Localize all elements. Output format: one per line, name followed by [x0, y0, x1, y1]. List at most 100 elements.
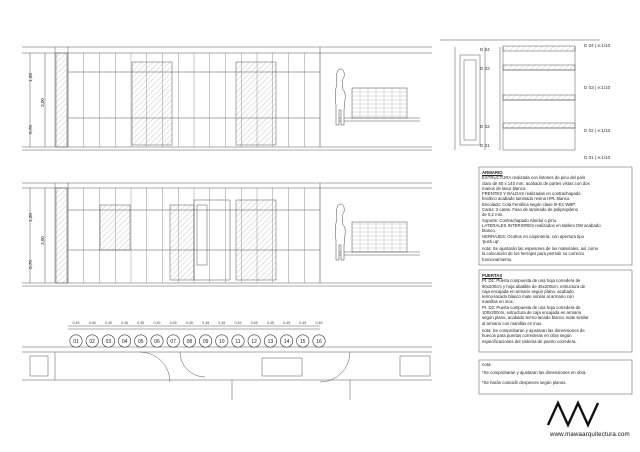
module-number: 16 [316, 339, 322, 345]
armario-nota: nota: Se ajustarán las espesores de los … [482, 246, 599, 252]
floor-plan [22, 346, 432, 400]
puertas-nota: nota: Se comprobaran y ajustaran las dim… [482, 327, 585, 333]
module-number: 05 [138, 339, 144, 345]
elevation-bottom [22, 182, 432, 330]
puertas-line: caja encajada en armario según plano, ac… [482, 288, 574, 294]
puertas-line: según plano, acabado termo-lacado blanco… [482, 315, 589, 321]
module-width-label: 0,45 [235, 321, 242, 325]
module-number: 10 [219, 339, 225, 345]
armario-line: fenólico acabado laminado resina HPL bla… [482, 196, 571, 202]
module-number: 02 [89, 339, 95, 345]
armario-line: ESTRUCTURA realizada con listones de pin… [482, 175, 586, 181]
puertas-line: 90x200cm y hoja abatible de 45x200cm, es… [482, 283, 586, 289]
puertas-notes: PUERTAS Pt. D1: Puerta compuesta de una … [482, 273, 630, 344]
section-tag-d03: D 03 [480, 66, 490, 71]
armario-line: Soporte: Contrachapado Abedul o pino. [482, 217, 558, 223]
module-width-label: 0,45 [154, 321, 161, 325]
module-width-label: 0,45 [121, 321, 128, 325]
module-number: 01 [73, 339, 79, 345]
armario-line: de 0,2 mm. [482, 212, 504, 218]
module-number: 12 [251, 339, 257, 345]
detail-label-d02: D 02 | e:1/10 [584, 128, 611, 133]
armario-line: Encolado: Cola Fenólica según clase III-… [482, 201, 576, 207]
module-width-label: 0,45 [89, 321, 96, 325]
general-note: *Se comprobaran y ajustaran las dimensio… [482, 370, 587, 376]
module-marker [134, 334, 148, 348]
module-width-label: 0,45 [186, 321, 193, 325]
armario-title: ARMARIO [482, 170, 503, 175]
detail-label-d03: D 03 | e:1/10 [584, 85, 611, 90]
puertas-line: manillas en inox. [482, 299, 515, 305]
armario-line: blanco. [482, 228, 496, 234]
armario-notes: ARMARIO ESTRUCTURA realizada con listone… [482, 170, 630, 262]
dim-label: 3,00 [39, 236, 45, 245]
module-width-label: 0,45 [202, 321, 209, 325]
section-tag-d04: D 04 [480, 47, 490, 52]
dim-label: 0,70 [27, 260, 33, 269]
module-marker [101, 334, 115, 348]
module-number: 15 [300, 339, 306, 345]
module-marker [296, 334, 310, 348]
dim-label: 1,20 [27, 213, 33, 222]
module-marker [199, 334, 213, 348]
module-number: 06 [154, 339, 160, 345]
module-width-label: 0,45 [218, 321, 225, 325]
puertas-nota: especificaciones del sistema de puerto c… [482, 338, 577, 344]
general-note: *Se harán coincidir despieces según plan… [482, 379, 567, 385]
module-marker [247, 334, 261, 348]
module-width-label: 0,45 [299, 321, 306, 325]
dim-label: 0,70 [27, 125, 33, 134]
website-url: www.mawaarquitectura.com [550, 431, 630, 438]
module-number: 13 [268, 339, 274, 345]
armario-line: LATERALES INTERIORES realizados en table… [482, 222, 601, 228]
module-width-label: 0,45 [105, 321, 112, 325]
module-marker [312, 334, 326, 348]
puertas-line: termo-lacado blanco mate similar al arma… [482, 294, 574, 300]
module-marker [231, 334, 245, 348]
module-number: 09 [203, 339, 209, 345]
module-number: 04 [122, 339, 128, 345]
module-number: 07 [170, 339, 176, 345]
module-marker [182, 334, 196, 348]
armario-nota: funcionamiento. [482, 256, 513, 262]
armario-line: FRENTES Y BALDAS realizadas en contracha… [482, 191, 581, 197]
puertas-title: PUERTAS [482, 273, 503, 278]
dim-label: 1,20 [27, 73, 33, 82]
module-number: 08 [187, 339, 193, 345]
puertas-line: al armario con manillas en inox. [482, 320, 543, 326]
module-marker [280, 334, 294, 348]
elevation-top [22, 46, 432, 151]
module-marker [150, 334, 164, 348]
armario-line: claro de 50 x 140 mm, acabado de partes … [482, 180, 590, 186]
module-marker [69, 334, 83, 348]
module-width-label: 0,45 [283, 321, 290, 325]
armario-line: manos de lasur blanco. [482, 185, 527, 191]
module-width-label: 0,45 [73, 321, 80, 325]
armario-line: 'push up'. [482, 238, 501, 244]
detail-label-d01: D 01 | e:1/10 [584, 155, 611, 160]
module-width-label: 0,45 [170, 321, 177, 325]
module-dimensions: 0,45 0,45 0,45 0,45 0,45 0,45 0,45 0,45 0,45 0,45… [73, 321, 323, 325]
module-width-label: 0,45 [251, 321, 258, 325]
general-notes-title: nota: [482, 362, 492, 367]
armario-nota: la colocación de los herrajes para permi… [482, 251, 584, 257]
mawa-logo-mark [546, 400, 600, 428]
puertas-line: Pt. D1: Puerta compuesta de una hoja cor… [482, 278, 581, 284]
section-tag-d01: D 01 [480, 143, 490, 148]
module-marker [118, 334, 132, 348]
module-width-label: 0,45 [267, 321, 274, 325]
dim-label: 3,00 [39, 98, 45, 107]
module-width-label: 0,45 [137, 321, 144, 325]
armario-line: HERRAJES: Ocultos en carpintería, con ap… [482, 233, 584, 239]
general-notes: nota: *Se comprobaran y ajustaran las di… [482, 362, 630, 385]
detail-label-d04: D 04 | e:1/10 [584, 43, 611, 48]
module-marker [215, 334, 229, 348]
section-detail [440, 39, 600, 151]
module-number: 14 [284, 339, 290, 345]
puertas-nota: huecos para puertas correderas en obra s… [482, 333, 572, 339]
module-number: 11 [235, 339, 240, 345]
section-tag-d02: D 02 [480, 124, 490, 129]
module-width-label: 0,45 [316, 321, 323, 325]
